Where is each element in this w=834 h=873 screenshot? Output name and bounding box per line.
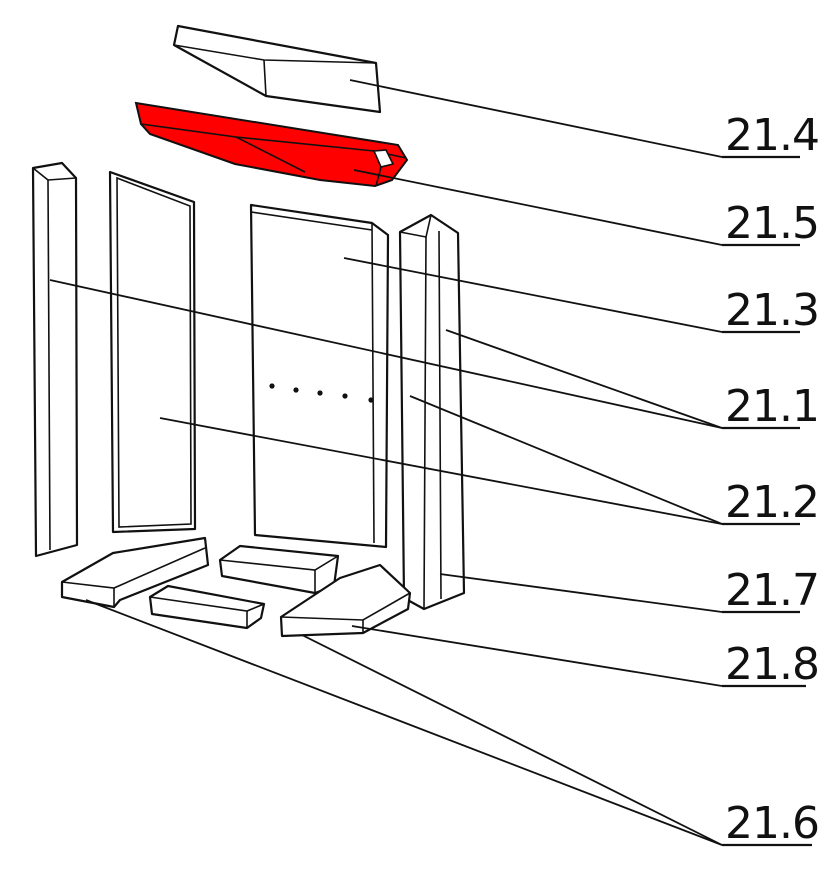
part-21-6-floor-brick-right[interactable] [279,563,412,638]
part-21-7-floor-brick-center[interactable] [218,544,340,595]
part-21-6-floor-brick-left[interactable] [60,536,210,609]
part-21-8-floor-brick-front[interactable] [148,584,266,630]
dot [293,387,299,393]
leader-21-2-b [409,395,723,525]
label-21-7: 21.7 [725,565,819,616]
dot [368,397,374,403]
label-21-4: 21.4 [725,110,819,161]
label-21-2: 21.2 [725,477,819,528]
part-21-1-left-column[interactable] [31,161,79,558]
back-wall-dots [269,383,374,403]
leader-21-2-a [159,417,723,525]
label-21-3: 21.3 [725,285,819,336]
label-21-8: 21.8 [725,639,819,690]
part-labels: 21.4 21.5 21.3 21.1 21.2 21.7 21.8 21.6 [725,110,820,849]
label-underlines [722,155,812,847]
leader-21-1-b [445,329,723,429]
label-21-5: 21.5 [725,198,819,249]
part-21-5-fill [134,101,409,188]
part-right-column[interactable] [398,213,466,611]
leader-21-3 [343,257,723,333]
leader-21-1-a [49,279,723,429]
label-21-1: 21.1 [725,381,819,432]
leader-21-5 [353,169,723,246]
leader-21-4 [349,79,723,158]
dot [342,393,348,399]
label-21-6: 21.6 [725,798,819,849]
dot [269,383,275,389]
part-21-3-back-wall[interactable] [249,203,390,549]
leader-21-8 [351,625,723,687]
part-21-5-highlighted-baffle[interactable] [134,101,409,188]
part-21-4-top-baffle[interactable] [172,24,382,114]
part-21-2-left-panel[interactable] [108,170,197,534]
leader-21-6-b [301,634,723,846]
leader-lines [49,79,723,846]
leader-21-6-a [85,599,723,846]
leader-21-7 [439,573,723,613]
dot [317,390,323,396]
